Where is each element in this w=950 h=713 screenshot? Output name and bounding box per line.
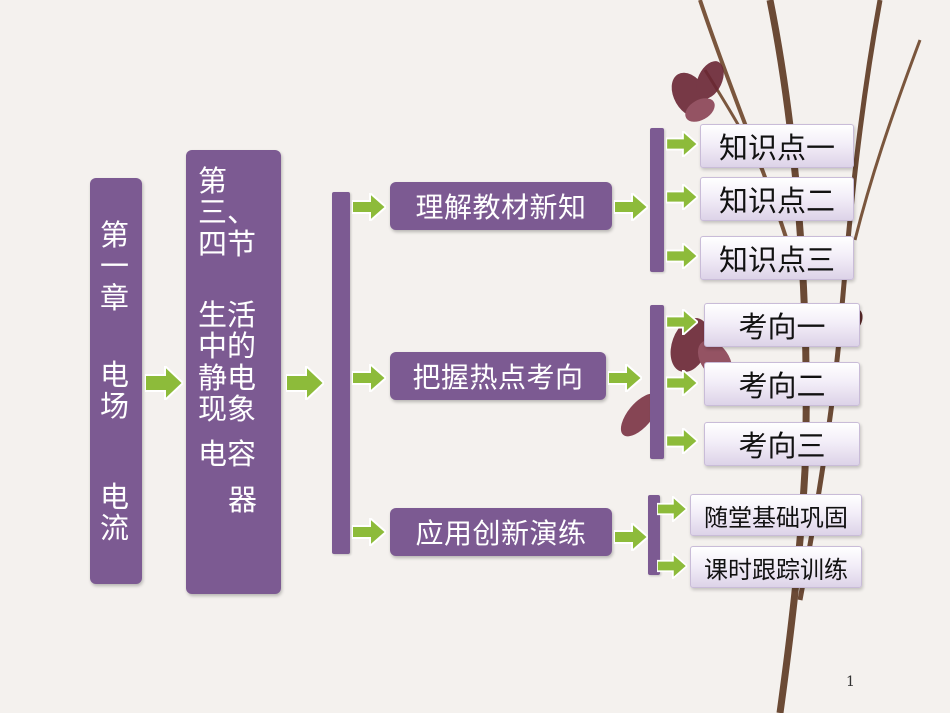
chapter-title-2: 电流 xyxy=(100,480,130,546)
arrow-right-icon xyxy=(614,523,648,551)
chapter-title-1: 电场 xyxy=(100,358,130,424)
branch-bar-2 xyxy=(650,305,664,459)
branch-bar-1 xyxy=(650,128,664,272)
arrow-right-icon xyxy=(352,193,386,221)
arrow-right-icon xyxy=(657,496,687,522)
chapter-panel xyxy=(90,178,142,584)
arrow-right-icon xyxy=(286,366,324,400)
knowledge-point-2[interactable]: 知识点二 xyxy=(700,177,854,221)
arrow-right-icon xyxy=(666,309,698,335)
arrow-right-icon xyxy=(145,366,183,400)
arrow-right-icon xyxy=(352,364,386,392)
section-title: 第三、 四节 生活 中的 静电 现象 电容 器 xyxy=(198,164,258,517)
arrow-right-icon xyxy=(614,193,648,221)
category-box-2[interactable]: 把握热点考向 xyxy=(390,352,606,400)
knowledge-point-3[interactable]: 知识点三 xyxy=(700,236,854,280)
section-panel xyxy=(186,150,281,594)
knowledge-point-1[interactable]: 知识点一 xyxy=(700,124,854,168)
chapter-number: 第一章 xyxy=(100,218,130,315)
arrow-right-icon xyxy=(608,364,642,392)
practice-item-1[interactable]: 随堂基础巩固 xyxy=(690,494,862,536)
arrow-right-icon xyxy=(352,518,386,546)
arrow-right-icon xyxy=(657,553,687,579)
exam-direction-2[interactable]: 考向二 xyxy=(704,362,860,406)
arrow-right-icon xyxy=(666,243,698,269)
exam-direction-3[interactable]: 考向三 xyxy=(704,422,860,466)
arrow-right-icon xyxy=(666,131,698,157)
category-box-3[interactable]: 应用创新演练 xyxy=(390,508,612,556)
practice-item-2[interactable]: 课时跟踪训练 xyxy=(690,546,862,588)
page-number: 1 xyxy=(846,674,855,690)
exam-direction-1[interactable]: 考向一 xyxy=(704,303,860,347)
flower-top-icon xyxy=(671,61,724,122)
arrow-right-icon xyxy=(666,428,698,454)
category-box-1[interactable]: 理解教材新知 xyxy=(390,182,612,230)
branch-bar-main xyxy=(332,192,350,554)
arrow-right-icon xyxy=(666,184,698,210)
arrow-right-icon xyxy=(666,370,698,396)
